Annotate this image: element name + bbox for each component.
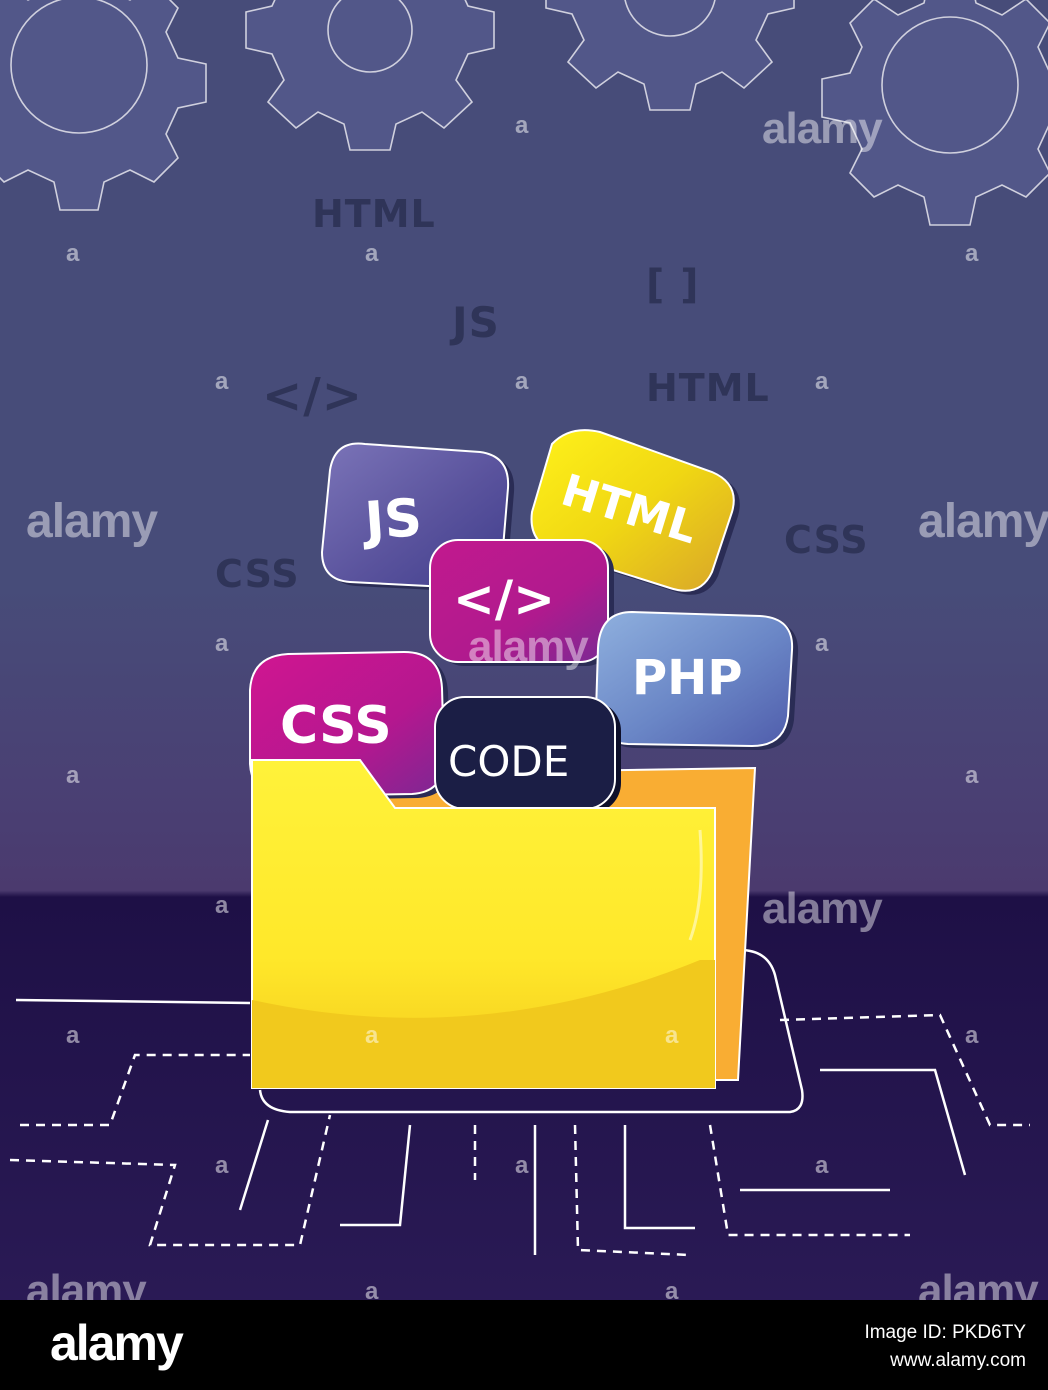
watermark-mark: a [965,240,979,267]
watermark-mark: a [66,762,80,789]
code-badge-label: CODE [448,737,570,786]
watermark: alamy [918,495,1048,548]
watermark-mark: a [215,368,229,395]
watermark-mark: a [515,368,529,395]
php-tag [594,610,799,750]
gear-icon [545,0,795,111]
alamy-logo: alamy [50,1315,184,1371]
image-id: Image ID: PKD6TY [864,1322,1026,1343]
watermark-mark: a [815,1152,829,1179]
watermark-mark: a [965,1022,979,1049]
watermark: alamy [26,495,158,548]
watermark: alamy [918,1266,1039,1300]
bg-label-js: JS [452,298,500,347]
watermark: alamy [26,1266,147,1300]
circuit-lines [9,948,1030,1257]
folder-icon [251,759,716,1089]
watermark-mark: a [665,1022,679,1049]
watermark-mark: a [365,1022,379,1049]
php-tag-label: PHP [632,650,743,706]
watermark-mark: a [515,1152,529,1179]
watermark: alamy [762,104,883,153]
watermark-mark: a [215,892,229,919]
bg-label-html: HTML [312,192,436,236]
watermark: alamy [468,622,589,671]
bg-label-code-tag: </> [262,368,363,424]
gear-icon [245,0,495,151]
illustration-artwork [0,0,1048,1257]
bg-label-brackets: [ ] [646,262,700,308]
watermark-mark: a [365,1278,379,1300]
illustration: HTML [ ] JS </> HTML CSS CSS JS HTML </>… [0,0,1048,1300]
watermark-mark: a [365,240,379,267]
watermark-mark: a [815,630,829,657]
watermark-mark: a [215,1152,229,1179]
watermark-mark: a [215,630,229,657]
watermark-mark: a [815,368,829,395]
watermark-mark: a [665,1278,679,1300]
js-tag-label: JS [362,488,424,552]
css-tag-label: CSS [280,696,392,756]
code-tag-label: </> [453,570,556,628]
watermark-mark: a [66,1022,80,1049]
bg-label-html: HTML [646,366,770,410]
watermark-mark: a [515,112,529,139]
watermark: alamy [762,884,883,933]
watermark-mark: a [965,762,979,789]
bg-label-css: CSS [784,518,869,562]
code-tag-badge [429,539,614,666]
site-url: www.alamy.com [890,1350,1026,1371]
gear-icon [0,0,207,211]
gear-icon [821,0,1048,226]
watermark-mark: a [66,240,80,267]
stock-footer-bar: alamy Image ID: PKD6TY www.alamy.com [0,1300,1048,1390]
bg-label-css: CSS [215,552,300,596]
